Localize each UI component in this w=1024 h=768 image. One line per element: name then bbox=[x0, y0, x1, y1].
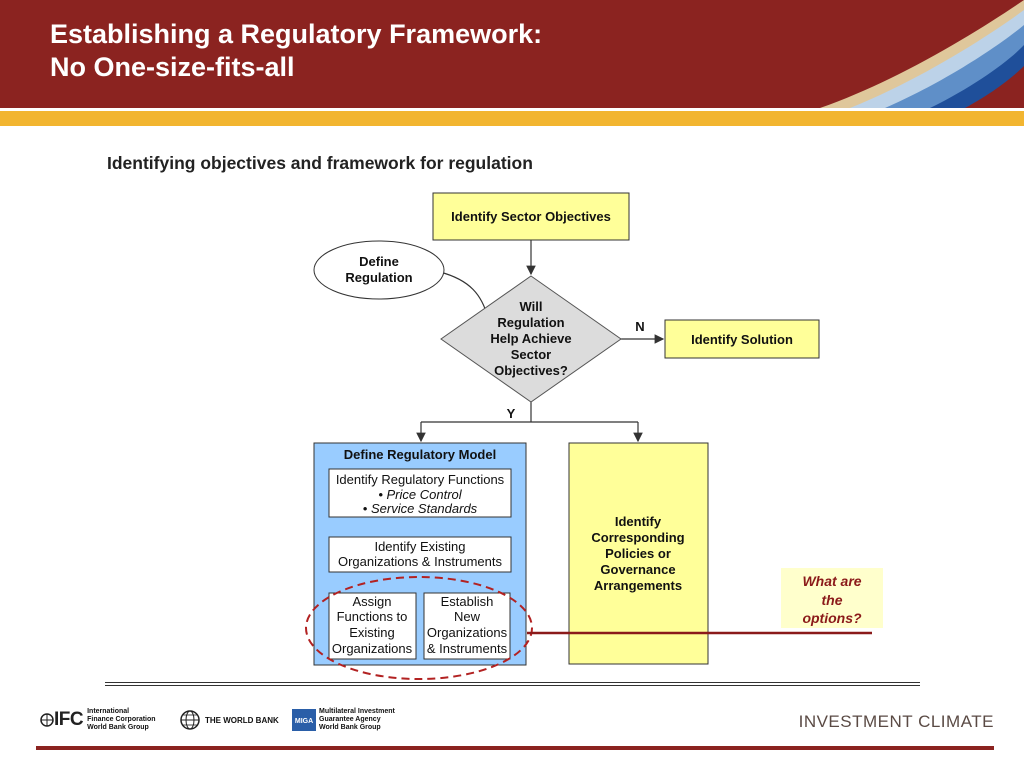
footer-rule-bottom bbox=[105, 685, 920, 686]
assign-functions-line-1: Assign bbox=[352, 594, 391, 609]
define-regulation-ellipse: Define Regulation bbox=[313, 240, 445, 300]
slide-title-line-2: No One-size-fits-all bbox=[50, 52, 295, 82]
investment-climate-brand: INVESTMENT CLIMATE bbox=[798, 712, 994, 731]
define-regulation-line-2: Regulation bbox=[345, 270, 412, 285]
ifc-wordmark: IFC bbox=[54, 709, 84, 730]
assign-functions-line-4: Organizations bbox=[332, 641, 413, 656]
policies-line-4: Governance bbox=[600, 562, 675, 577]
regulatory-functions-line-3: • Service Standards bbox=[363, 501, 478, 516]
regulatory-model-container: Define Regulatory Model Identify Regulat… bbox=[313, 442, 527, 666]
miga-logo: MIGA Multilateral Investment Guarantee A… bbox=[292, 706, 395, 734]
existing-organizations-box: Identify Existing Organizations & Instru… bbox=[328, 536, 512, 573]
ifc-globe-icon bbox=[40, 713, 54, 727]
regulatory-model-title: Define Regulatory Model bbox=[344, 447, 496, 462]
world-bank-logo: THE WORLD BANK bbox=[180, 706, 279, 734]
header-swoosh-decoration bbox=[820, 0, 1024, 108]
policies-line-2: Corresponding bbox=[591, 530, 684, 545]
decision-line-4: Sector bbox=[511, 347, 551, 362]
no-branch-label: N bbox=[635, 319, 644, 334]
miga-emblem-icon: MIGA bbox=[292, 709, 316, 731]
existing-organizations-line-2: Organizations & Instruments bbox=[338, 554, 503, 569]
assign-functions-box: Assign Functions to Existing Organizatio… bbox=[328, 592, 417, 660]
decision-line-5: Objectives? bbox=[494, 363, 568, 378]
regulation-flowchart: Identify Sector Objectives Define Regula… bbox=[305, 192, 883, 680]
establish-new-line-2: New bbox=[454, 609, 481, 624]
policies-line-1: Identify bbox=[615, 514, 662, 529]
policies-line-5: Arrangements bbox=[594, 578, 682, 593]
diagram-heading: Identifying objectives and framework for… bbox=[107, 153, 533, 173]
options-callout-line-3: options? bbox=[802, 610, 862, 626]
miga-name: Multilateral Investment Guarantee Agency… bbox=[319, 708, 395, 731]
establish-new-box: Establish New Organizations & Instrument… bbox=[423, 592, 511, 660]
yes-branch-label: Y bbox=[507, 406, 516, 421]
miga-mark: MIGA bbox=[295, 718, 313, 725]
define-regulation-line-1: Define bbox=[359, 254, 399, 269]
gold-accent-bar bbox=[0, 108, 1024, 126]
establish-new-line-3: Organizations bbox=[427, 625, 508, 640]
policies-box: Identify Corresponding Policies or Gover… bbox=[568, 442, 709, 665]
footer-accent-line bbox=[36, 746, 994, 750]
options-callout-line-2: the bbox=[822, 592, 843, 608]
ifc-logo: IFC International Finance Corporation Wo… bbox=[40, 706, 156, 734]
establish-new-line-4: & Instruments bbox=[427, 641, 508, 656]
sector-objectives-box: Identify Sector Objectives bbox=[432, 192, 630, 241]
options-highlight-ellipse bbox=[305, 576, 533, 680]
existing-organizations-line-1: Identify Existing bbox=[374, 539, 465, 554]
policies-line-3: Policies or bbox=[605, 546, 671, 561]
sector-objectives-label: Identify Sector Objectives bbox=[451, 209, 611, 224]
decision-line-3: Help Achieve bbox=[490, 331, 571, 346]
footer-rule-top bbox=[105, 682, 920, 683]
regulatory-functions-line-1: Identify Regulatory Functions bbox=[336, 472, 505, 487]
options-callout: What are the options? bbox=[781, 568, 883, 628]
assign-functions-line-3: Existing bbox=[349, 625, 395, 640]
ifc-name: International Finance Corporation World … bbox=[87, 708, 156, 731]
identify-solution-label: Identify Solution bbox=[691, 332, 793, 347]
decision-line-1: Will bbox=[520, 299, 543, 314]
decision-diamond: Will Regulation Help Achieve Sector Obje… bbox=[440, 275, 622, 403]
regulatory-functions-box: Identify Regulatory Functions • Price Co… bbox=[328, 468, 512, 518]
establish-new-line-1: Establish bbox=[441, 594, 494, 609]
slide-title-line-1: Establishing a Regulatory Framework: bbox=[50, 19, 543, 49]
slide-header: Establishing a Regulatory Framework: No … bbox=[0, 0, 1024, 108]
options-callout-line-1: What are bbox=[802, 573, 861, 589]
assign-functions-line-2: Functions to bbox=[337, 609, 408, 624]
world-bank-name: THE WORLD BANK bbox=[205, 715, 279, 725]
identify-solution-box: Identify Solution bbox=[664, 319, 820, 359]
world-bank-globe-icon bbox=[180, 710, 200, 730]
decision-line-2: Regulation bbox=[497, 315, 564, 330]
regulatory-functions-line-2: • Price Control bbox=[378, 487, 462, 502]
slide-title: Establishing a Regulatory Framework: No … bbox=[50, 18, 542, 84]
